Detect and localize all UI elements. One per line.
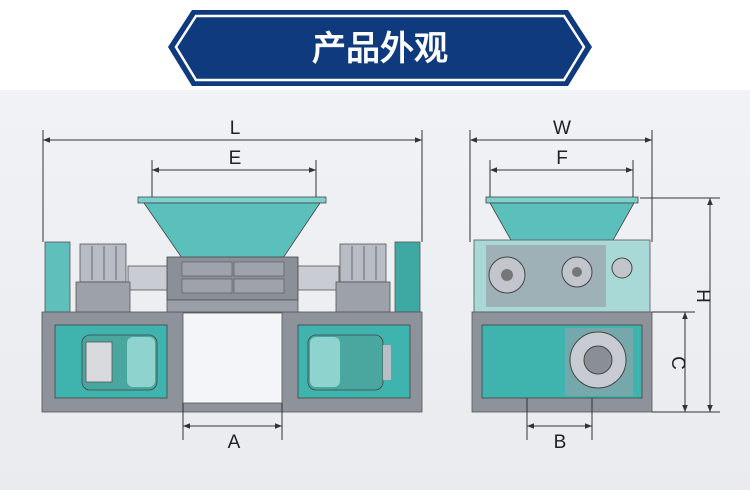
motor-left: [81, 334, 158, 391]
page-title: 产品外观: [312, 29, 448, 69]
front-view: L E: [41, 118, 423, 453]
dim-label-C: C: [667, 356, 688, 370]
hopper: [489, 202, 635, 243]
title-banner: 产品外观: [168, 10, 592, 86]
hopper-rim: [137, 196, 327, 204]
gearbox-right: [335, 243, 391, 313]
side-view: W F H C B: [469, 118, 720, 453]
motor-right: [307, 334, 391, 391]
dim-label-L: L: [230, 118, 241, 139]
dim-label-F: F: [556, 148, 568, 169]
dim-label-B: B: [554, 432, 567, 453]
dim-label-A: A: [228, 432, 241, 453]
dim-label-W: W: [553, 118, 571, 139]
gearbox-left: [75, 243, 131, 313]
dim-label-E: E: [229, 148, 242, 169]
dim-label-H: H: [692, 289, 713, 303]
